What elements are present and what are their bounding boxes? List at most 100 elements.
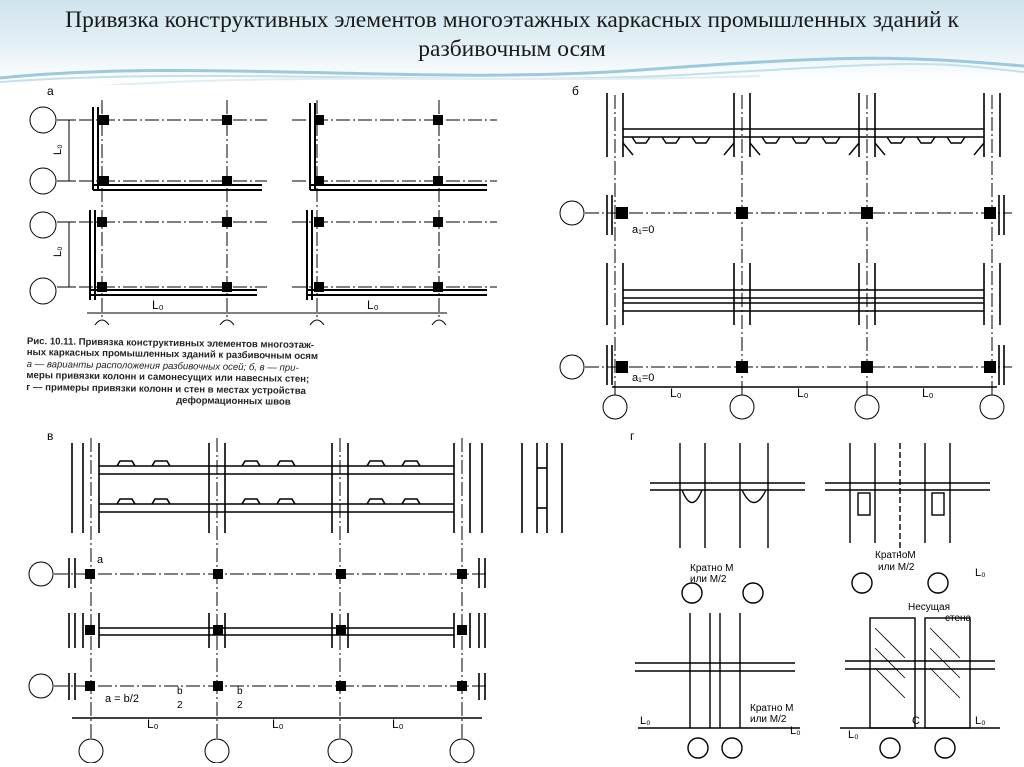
axis-marker xyxy=(681,582,703,604)
dim-lo: L₀ xyxy=(147,717,159,731)
axis-marker xyxy=(28,673,54,699)
column xyxy=(99,115,109,125)
panel-g: г Кратно М или М/2 КратноМ или М/2 L₀ Не… xyxy=(620,428,1020,763)
note-multiple: КратноМ xyxy=(875,550,916,561)
axis-marker xyxy=(687,737,709,759)
column xyxy=(213,681,223,691)
column xyxy=(314,115,324,125)
axis-marker xyxy=(449,738,475,763)
column xyxy=(457,681,467,691)
column xyxy=(314,217,324,227)
column xyxy=(222,282,232,292)
dim-lo-vertical: L₀ xyxy=(52,144,64,155)
dim-lo: L₀ xyxy=(975,715,986,727)
slide-header: Привязка конструктивных элементов многоэ… xyxy=(0,0,1024,87)
a-eq-label: a = b/2 xyxy=(105,693,139,705)
frac-den: 2 xyxy=(237,700,243,711)
column xyxy=(85,625,95,635)
column xyxy=(433,115,443,125)
column xyxy=(99,176,109,186)
column xyxy=(616,207,628,219)
dim-lo: L₀ xyxy=(272,717,284,731)
column xyxy=(213,569,223,579)
a-label: a xyxy=(97,554,104,566)
axis-marker xyxy=(927,572,949,594)
slide-title: Привязка конструктивных элементов многоэ… xyxy=(65,7,959,62)
column xyxy=(736,361,748,373)
column xyxy=(457,569,467,579)
column xyxy=(433,176,443,186)
dim-lo-vertical: L₀ xyxy=(52,246,64,257)
axis-marker xyxy=(721,737,743,759)
a1-label: a₁=0 xyxy=(632,224,654,236)
axis-marker xyxy=(979,394,1005,420)
panel-v-drawing: в xyxy=(28,429,563,763)
panel-v: в xyxy=(27,428,583,763)
axis-marker xyxy=(934,737,956,759)
column xyxy=(336,681,346,691)
column xyxy=(314,282,324,292)
panel-v-letter: в xyxy=(47,429,53,443)
column xyxy=(314,176,324,186)
column xyxy=(861,361,873,373)
axis-marker xyxy=(29,211,57,239)
dim-lo: L₀ xyxy=(152,298,164,312)
column xyxy=(213,625,223,635)
column xyxy=(736,207,748,219)
column xyxy=(336,625,346,635)
dim-lo: L₀ xyxy=(670,386,682,400)
note-multiple: Кратно М xyxy=(690,563,734,574)
note-or: или М/2 xyxy=(878,562,915,573)
column xyxy=(85,569,95,579)
panel-a: а xyxy=(27,85,507,335)
column xyxy=(457,625,467,635)
dim-lo: L₀ xyxy=(797,386,809,400)
frac-num: b xyxy=(237,686,243,697)
frac-den: 2 xyxy=(177,700,183,711)
dim-lo: L₀ xyxy=(922,386,934,400)
axis-marker xyxy=(559,200,585,226)
bearing-wall-label: Несущая xyxy=(908,602,950,613)
panel-a-letter: а xyxy=(47,85,54,98)
column xyxy=(97,282,107,292)
a1-label: a₁=0 xyxy=(632,372,654,384)
column xyxy=(616,361,628,373)
panel-b-drawing: б xyxy=(559,85,1012,420)
header-wave-decoration xyxy=(0,56,1024,87)
note-or: или М/2 xyxy=(690,574,727,585)
figure-caption: Рис. 10.11. Привязка конструктивных элем… xyxy=(26,336,507,411)
column xyxy=(85,681,95,691)
axis-marker xyxy=(742,582,764,604)
dim-c: С xyxy=(912,715,920,727)
column xyxy=(97,217,107,227)
column xyxy=(222,217,232,227)
column xyxy=(861,207,873,219)
axis-marker xyxy=(78,738,104,763)
column xyxy=(433,282,443,292)
axis-marker xyxy=(559,354,585,380)
panel-b: б xyxy=(552,85,1020,420)
axis-marker xyxy=(729,394,755,420)
axis-marker xyxy=(879,737,901,759)
panel-b-letter: б xyxy=(572,85,579,98)
panel-g-letter: г xyxy=(630,429,635,443)
column xyxy=(984,207,996,219)
axis-marker xyxy=(29,167,57,195)
axis-marker xyxy=(854,394,880,420)
axis-marker xyxy=(204,738,230,763)
note-multiple: Кратно М xyxy=(750,703,794,714)
bearing-wall-label: стена xyxy=(945,613,972,624)
axis-marker xyxy=(28,561,54,587)
dim-lo: L₀ xyxy=(790,725,801,737)
axis-marker xyxy=(29,277,57,305)
dim-lo: L₀ xyxy=(392,717,404,731)
column xyxy=(222,115,232,125)
column xyxy=(222,176,232,186)
axis-marker xyxy=(327,738,353,763)
dim-lo: L₀ xyxy=(975,567,986,579)
panel-a-drawing: а xyxy=(29,85,497,326)
dim-lo: L₀ xyxy=(848,729,859,741)
note-or: или М/2 xyxy=(750,714,787,725)
column xyxy=(984,361,996,373)
dim-lo: L₀ xyxy=(640,715,651,727)
